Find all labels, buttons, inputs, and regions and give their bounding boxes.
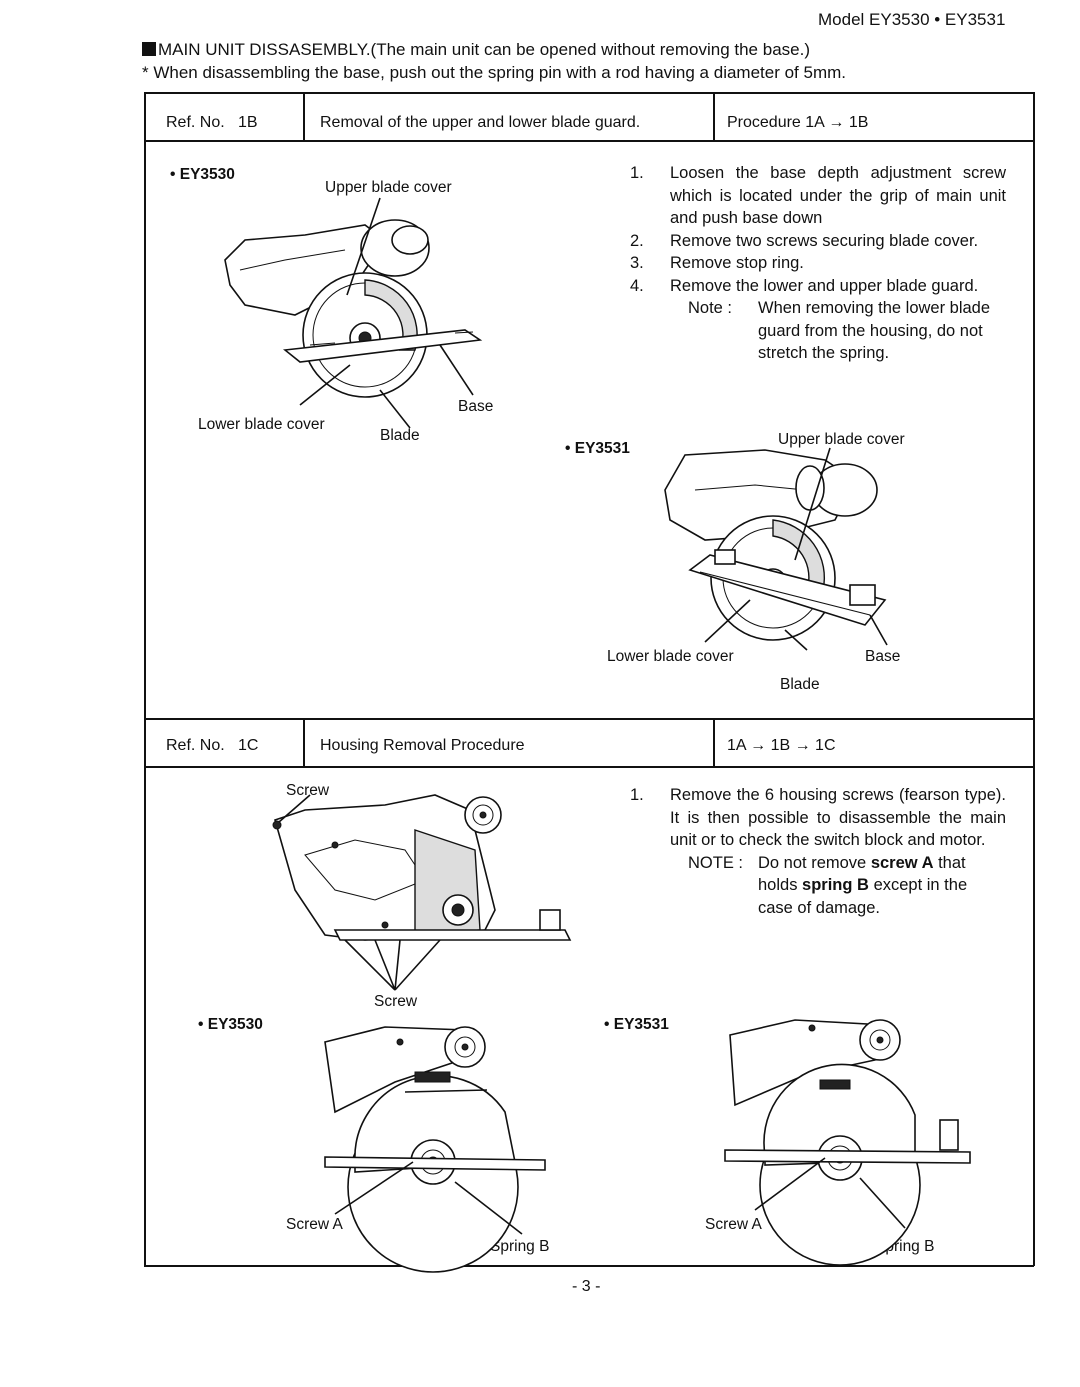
model-label-ey3531-1b: • EY3531 <box>565 440 630 457</box>
procedure-1c: 1A → 1B → 1C <box>727 737 836 754</box>
step-1b-2: 2.Remove two screws securing blade cover… <box>630 231 979 250</box>
saw-illustration-ey3530 <box>224 197 483 429</box>
procedure-1b: Procedure 1A → 1B <box>727 114 869 131</box>
section-title: MAIN UNIT DISSASEMBLY.(The main unit can… <box>142 40 810 60</box>
step-1b-1: 1.Loosen the base depth adjustment screw… <box>630 164 1006 227</box>
callout-screw-top: Screw <box>286 782 330 799</box>
housing-illustration <box>272 794 572 991</box>
ref-no-1c: 1C <box>238 737 259 754</box>
ref-no-1b: 1B <box>238 114 258 131</box>
housing-detail-ey3530 <box>324 1026 546 1273</box>
model-header: Model EY3530 • EY3531 <box>818 10 1006 29</box>
ref-label-1c: Ref. No. 1C <box>166 737 259 754</box>
steps-list-1b: 1.Loosen the base depth adjustment screw… <box>630 162 1006 365</box>
model-label-ey3530-1c: • EY3530 <box>198 1016 263 1033</box>
callout-base-ey3531: Base <box>865 648 901 665</box>
saw-illustration-ey3531 <box>664 447 888 651</box>
page-number: - 3 - <box>572 1278 601 1295</box>
ref-label-1b: Ref. No. 1B <box>166 114 258 131</box>
section-title-text: MAIN UNIT DISSASEMBLY.(The main unit can… <box>158 40 810 59</box>
callout-blade-ey3531: Blade <box>780 676 820 693</box>
note-1c: NOTE :Do not remove screw A that holds s… <box>688 853 968 917</box>
callout-screw-a-ey3531: Screw A <box>705 1216 762 1233</box>
housing-detail-ey3531 <box>724 1019 971 1266</box>
step-1c-1: 1.Remove the 6 housing screws (fearson t… <box>630 786 1006 849</box>
square-bullet-icon <box>142 42 156 56</box>
callout-upper-blade-cover-ey3531: Upper blade cover <box>778 431 905 448</box>
callout-lower-blade-cover: Lower blade cover <box>198 416 325 433</box>
callout-screw-a-ey3530: Screw A <box>286 1216 343 1233</box>
note-1b: Note :When removing the lower blade guar… <box>688 299 991 362</box>
callout-screw-bottom: Screw <box>374 993 418 1010</box>
callout-blade: Blade <box>380 427 420 444</box>
step-1b-4: 4.Remove the lower and upper blade guard… <box>630 276 979 295</box>
callout-lower-blade-cover-ey3531: Lower blade cover <box>607 648 734 665</box>
title-1b: Removal of the upper and lower blade gua… <box>320 114 641 131</box>
intro-note: * When disassembling the base, push out … <box>142 63 846 82</box>
title-1c: Housing Removal Procedure <box>320 737 525 754</box>
step-1c: 1.Remove the 6 housing screws (fearson t… <box>630 784 1006 919</box>
model-label-ey3531-1c: • EY3531 <box>604 1016 669 1033</box>
step-1b-3: 3.Remove stop ring. <box>630 254 804 272</box>
callout-spring-b-ey3530: Spring B <box>490 1238 550 1255</box>
callout-upper-blade-cover: Upper blade cover <box>325 179 452 196</box>
model-label-ey3530-1b: • EY3530 <box>170 166 235 183</box>
callout-base: Base <box>458 398 494 415</box>
